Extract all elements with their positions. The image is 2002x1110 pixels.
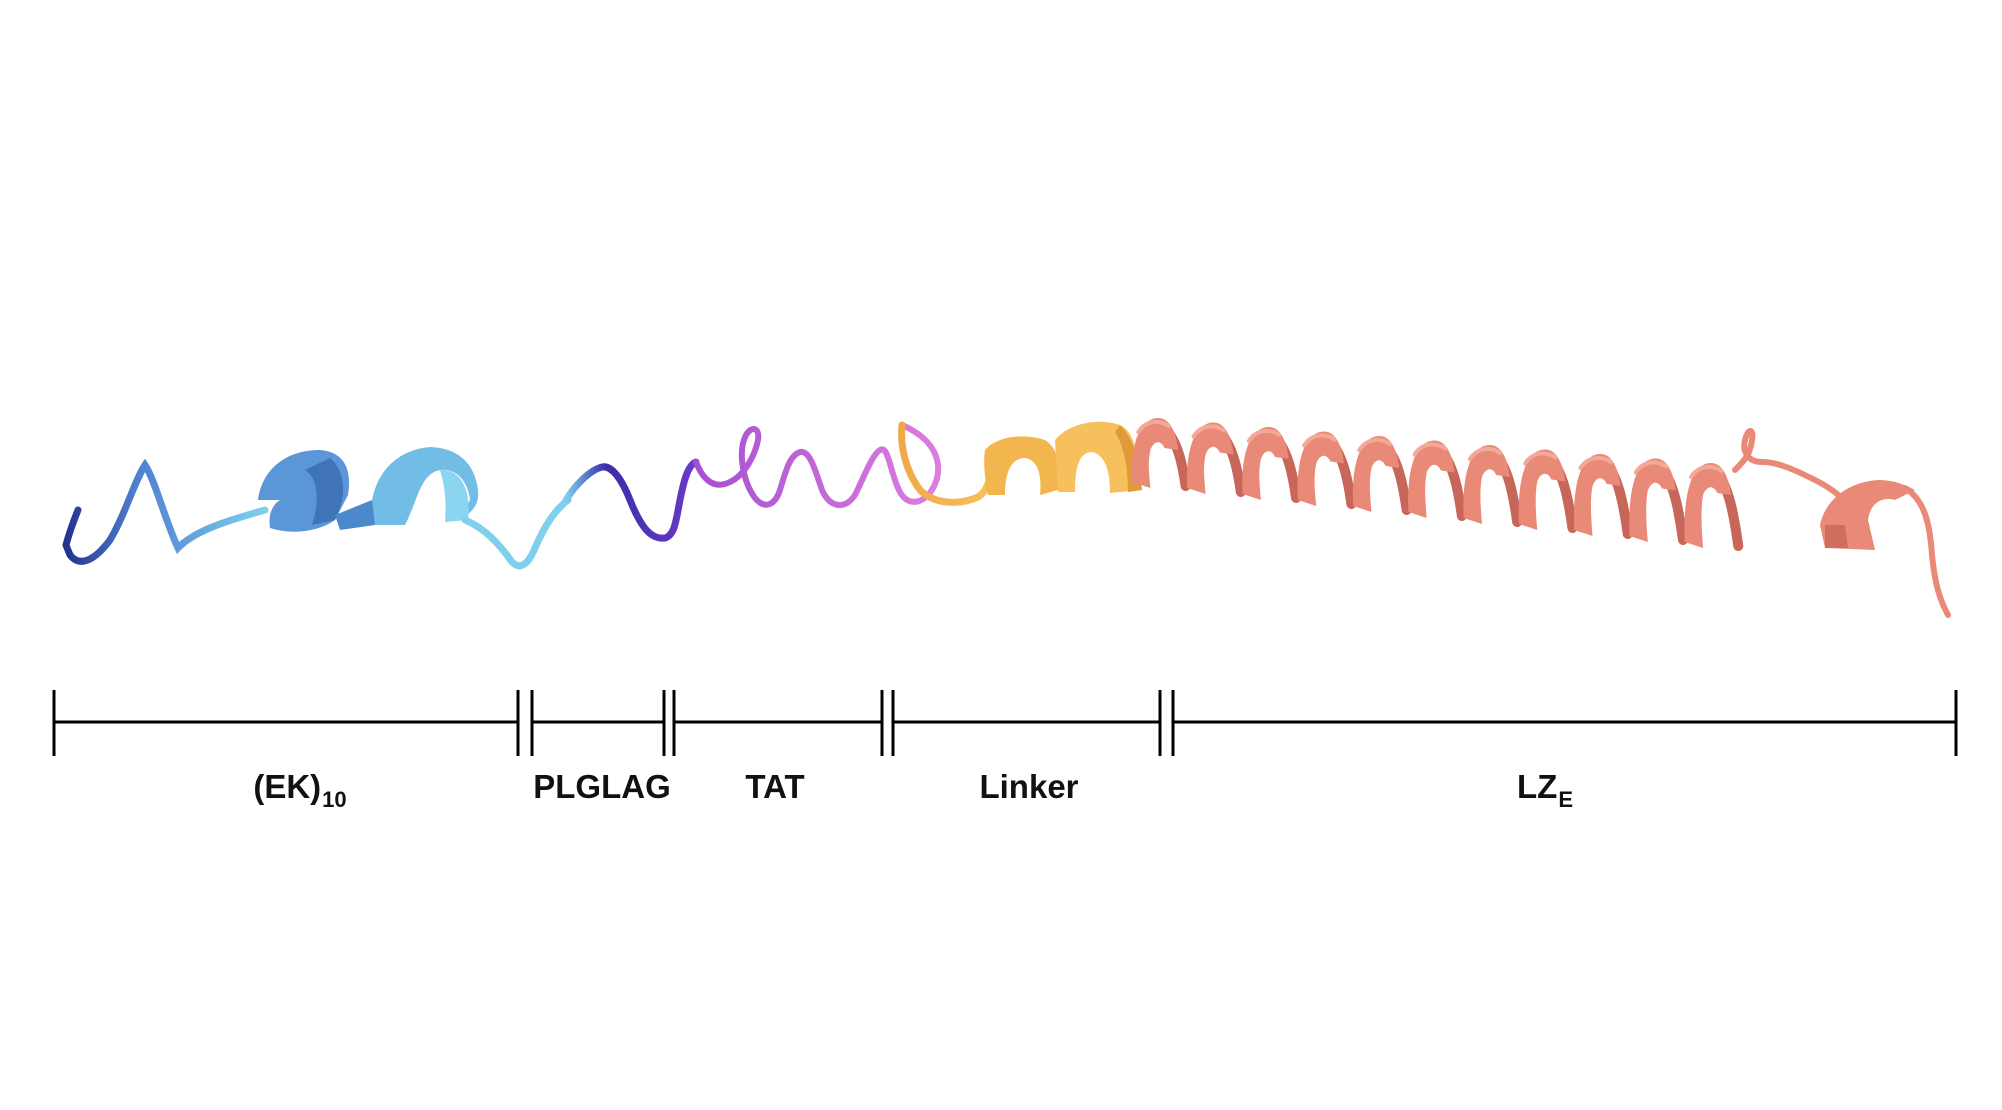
lze-helix-turn [1408, 440, 1455, 518]
lze-helix-turn [1463, 445, 1510, 524]
label-lze-text: LZ [1516, 768, 1558, 805]
label-plglag: PLGLAG [533, 768, 671, 818]
label-lze: LZE [1517, 768, 1573, 818]
tat-structure [693, 422, 941, 508]
lze-helix-highlight [1246, 428, 1282, 443]
lze-tail-coil [1732, 428, 1855, 513]
lze-helix-turn [1242, 427, 1289, 500]
label-linker-text: Linker [979, 768, 1079, 805]
label-tat-text: TAT [745, 768, 805, 805]
lze-structure [1131, 418, 1744, 551]
ek10-helix-connector [335, 500, 375, 530]
lze-helix-highlight [1467, 446, 1503, 461]
lze-helix-turn [1297, 431, 1345, 506]
lze-helix-highlight [1191, 424, 1227, 439]
lze-helix-highlight [1412, 442, 1448, 457]
lze-tail-end [1902, 485, 1951, 618]
lze-helix-highlight [1633, 460, 1669, 475]
label-tat: TAT [745, 768, 804, 818]
lze-helix-turn [1131, 418, 1179, 488]
lze-helix-turn [1518, 449, 1566, 530]
segment-scale-bar [52, 690, 1958, 756]
linker-helix-turn-1 [984, 436, 1060, 495]
ek10-coil [62, 458, 269, 565]
ek10-helix-turn-2 [371, 447, 479, 525]
ek10-helix-turn-1-shade [305, 458, 344, 525]
label-plglag-text: PLGLAG [533, 768, 671, 805]
lze-helix-turn [1684, 463, 1731, 548]
label-lze-subscript: E [1558, 787, 1574, 812]
lze-tail-helix-shade [1825, 525, 1848, 548]
ek10-tail [461, 496, 572, 570]
plglag-structure [562, 458, 700, 542]
lze-helix-highlight [1136, 419, 1171, 434]
plglag-coil [562, 458, 700, 542]
label-ek10-subscript: 10 [322, 787, 347, 812]
lze-helix-highlight [1523, 451, 1558, 466]
ek10-helix-turn-2-front [440, 469, 469, 522]
label-linker: Linker [979, 768, 1078, 818]
lze-helix-highlight [1302, 433, 1337, 448]
linker-structure [898, 421, 1142, 506]
label-ek10: (EK)10 [253, 768, 346, 818]
ek10-structure [62, 447, 572, 570]
lze-helix-turn [1573, 454, 1621, 536]
lze-helix-highlight [1689, 464, 1724, 479]
lze-helix-highlight [1357, 437, 1392, 452]
lze-helix-turn [1187, 422, 1234, 494]
label-ek10-text: (EK) [253, 768, 322, 805]
lze-helix-highlight [1578, 455, 1613, 470]
lze-helix-turn [1352, 436, 1400, 512]
lze-tail-structure [1732, 428, 1951, 618]
lze-helix-turn [1629, 458, 1676, 542]
tat-coil [693, 422, 941, 508]
